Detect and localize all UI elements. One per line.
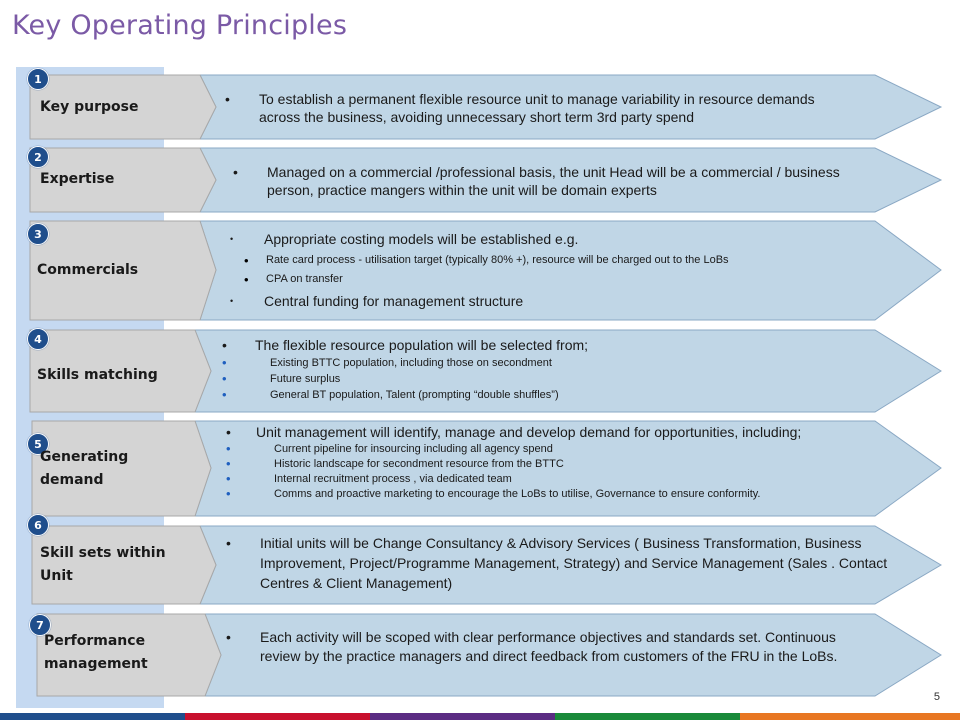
sub-bullet-item: Existing BTTC population, including thos… bbox=[222, 356, 872, 370]
row-content: Managed on a commercial /professional ba… bbox=[233, 163, 873, 199]
bullet-item: Initial units will be Change Consultancy… bbox=[226, 533, 894, 593]
bullet-item: The flexible resource population will be… bbox=[222, 336, 872, 354]
footer-color-bar bbox=[0, 713, 960, 720]
row-label-line: Performance bbox=[44, 633, 146, 649]
number-badge: 6 bbox=[27, 514, 49, 536]
number-badge: 3 bbox=[27, 223, 49, 245]
row-label: Performance management bbox=[44, 630, 148, 676]
bullet-item: Unit management will identify, manage an… bbox=[226, 423, 896, 441]
principle-row-6: 6 Skill sets within Unit Initial units w… bbox=[0, 514, 960, 605]
label-box bbox=[29, 147, 217, 213]
bullet-item: Each activity will be scoped with clear … bbox=[226, 628, 866, 666]
bullet-item: Central funding for management structure bbox=[226, 292, 886, 310]
row-label-line: management bbox=[44, 656, 148, 672]
sub-bullet-item: Current pipeline for insourcing includin… bbox=[226, 442, 896, 456]
principle-row-2: 2 Expertise Managed on a commercial /pro… bbox=[0, 146, 960, 213]
row-label-line: demand bbox=[40, 472, 104, 488]
number-badge: 4 bbox=[27, 328, 49, 350]
bullet-item: Appropriate costing models will be estab… bbox=[226, 230, 886, 248]
row-content: To establish a permanent flexible resour… bbox=[225, 90, 855, 126]
row-label-line: Unit bbox=[40, 568, 73, 584]
page-number: 5 bbox=[933, 691, 940, 703]
footer-segment bbox=[185, 713, 370, 720]
label-box bbox=[29, 329, 212, 413]
row-label: Generating demand bbox=[40, 446, 128, 492]
row-content: Each activity will be scoped with clear … bbox=[226, 628, 866, 666]
row-label: Skills matching bbox=[37, 367, 158, 383]
row-content: Unit management will identify, manage an… bbox=[226, 423, 896, 501]
label-box bbox=[31, 525, 217, 605]
row-content: The flexible resource population will be… bbox=[222, 336, 872, 402]
principle-row-7: 7 Performance management Each activity w… bbox=[0, 613, 960, 697]
number-badge: 5 bbox=[27, 433, 49, 455]
footer-segment bbox=[0, 713, 185, 720]
footer-segment bbox=[555, 713, 740, 720]
footer-segment bbox=[370, 713, 555, 720]
sub-bullet-item: Internal recruitment process , via dedic… bbox=[226, 472, 896, 486]
row-label: Expertise bbox=[40, 171, 115, 187]
sub-bullet-item: Future surplus bbox=[222, 372, 872, 386]
sub-bullet-item: CPA on transfer bbox=[226, 272, 886, 287]
sub-bullet-item: Historic landscape for secondment resour… bbox=[226, 457, 896, 471]
principle-row-5: 5 Generating demand Unit management will… bbox=[0, 420, 960, 517]
sub-bullet-item: Comms and proactive marketing to encoura… bbox=[226, 487, 896, 501]
number-badge: 2 bbox=[27, 146, 49, 168]
row-content: Appropriate costing models will be estab… bbox=[226, 230, 886, 310]
label-box bbox=[31, 420, 212, 517]
label-box bbox=[29, 74, 217, 140]
row-content: Initial units will be Change Consultancy… bbox=[226, 533, 894, 593]
number-badge: 7 bbox=[29, 614, 51, 636]
principle-row-4: 4 Skills matching The flexible resource … bbox=[0, 328, 960, 413]
number-badge: 1 bbox=[27, 68, 49, 90]
bullet-item: Managed on a commercial /professional ba… bbox=[233, 163, 873, 199]
row-label-line: Generating bbox=[40, 449, 129, 465]
row-label-line: Skill sets within bbox=[40, 545, 166, 561]
row-label: Key purpose bbox=[40, 99, 139, 115]
page-title: Key Operating Principles bbox=[12, 10, 348, 41]
bullet-item: To establish a permanent flexible resour… bbox=[225, 90, 855, 126]
sub-bullet-item: General BT population, Talent (prompting… bbox=[222, 388, 872, 402]
principle-row-3: 3 Commercials Appropriate costing models… bbox=[0, 220, 960, 321]
row-label: Skill sets within Unit bbox=[40, 542, 166, 588]
label-box bbox=[29, 220, 217, 321]
footer-segment bbox=[740, 713, 960, 720]
principle-row-1: 1 Key purpose To establish a permanent f… bbox=[0, 68, 960, 140]
label-box bbox=[36, 613, 222, 697]
row-label: Commercials bbox=[37, 262, 139, 278]
sub-bullet-item: Rate card process - utilisation target (… bbox=[226, 253, 886, 268]
